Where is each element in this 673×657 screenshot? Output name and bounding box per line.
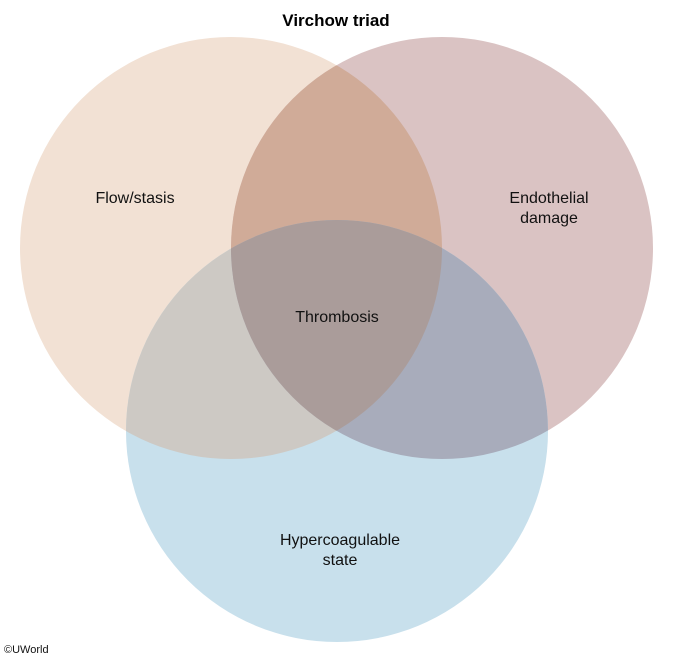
hypercoagulable-state-label-line-2: state	[323, 552, 358, 569]
endothelial-damage-label-line-1: Endothelial	[509, 190, 588, 207]
hypercoagulable-state-label-line-1: Hypercoagulable	[280, 532, 400, 549]
diagram-title: Virchow triad	[282, 11, 389, 30]
copyright-credit: ©UWorld	[4, 644, 49, 656]
flow-stasis-label: Flow/stasis	[95, 190, 174, 207]
thrombosis-label: Thrombosis	[295, 309, 379, 326]
endothelial-damage-label-line-2: damage	[520, 210, 578, 227]
